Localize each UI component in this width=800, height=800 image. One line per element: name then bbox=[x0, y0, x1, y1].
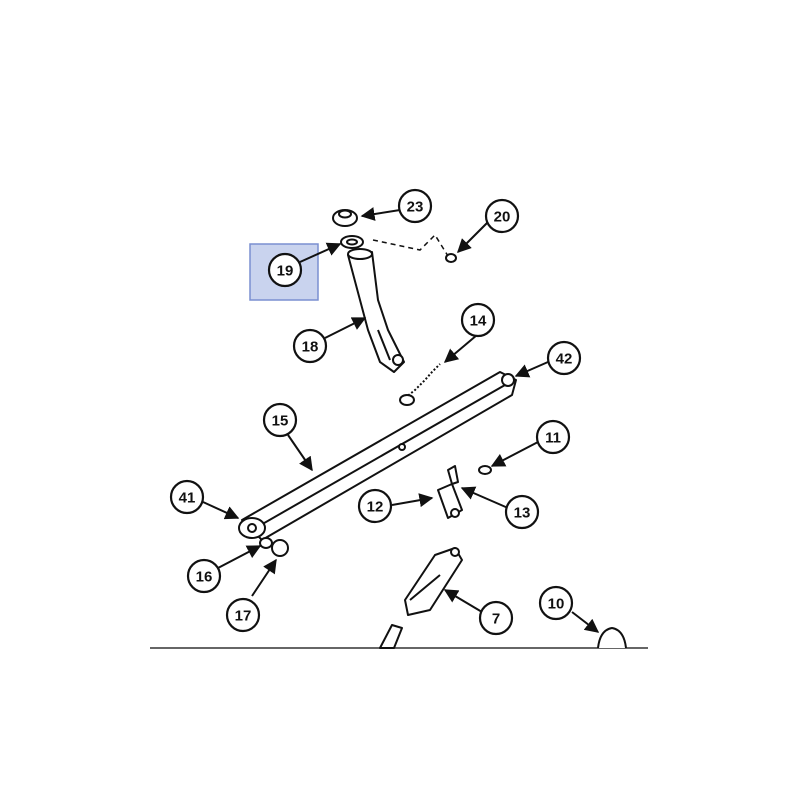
part-11-pin bbox=[478, 465, 492, 475]
part-18-lift-rod bbox=[347, 248, 405, 373]
svg-text:18: 18 bbox=[302, 339, 319, 356]
svg-text:11: 11 bbox=[545, 430, 561, 447]
part-19-ring bbox=[340, 235, 364, 249]
leader-11 bbox=[490, 441, 539, 467]
svg-text:10: 10 bbox=[548, 596, 565, 613]
part-13-pin bbox=[447, 465, 459, 485]
leader-19 bbox=[299, 242, 342, 263]
part-14-pin-chain bbox=[399, 363, 441, 406]
leader-7 bbox=[443, 589, 483, 613]
callout-16[interactable]: 16 bbox=[186, 558, 222, 594]
part-15-lower-link bbox=[238, 371, 517, 541]
part-12-clevis bbox=[437, 483, 463, 519]
part-16-ring bbox=[259, 537, 273, 549]
leader-16 bbox=[217, 545, 262, 569]
callout-7[interactable]: 7 bbox=[478, 600, 514, 636]
part-23-bushing bbox=[332, 209, 358, 227]
callout-42[interactable]: 42 bbox=[546, 340, 582, 376]
callout-20[interactable]: 20 bbox=[484, 198, 520, 234]
leader-13 bbox=[460, 486, 509, 509]
callout-19[interactable]: 19 bbox=[267, 252, 303, 288]
leader-14 bbox=[443, 334, 478, 363]
svg-text:20: 20 bbox=[494, 209, 511, 226]
svg-text:42: 42 bbox=[556, 351, 573, 368]
leader-18 bbox=[324, 317, 367, 339]
leader-20 bbox=[457, 221, 489, 253]
leader-41 bbox=[202, 501, 240, 520]
leader-10 bbox=[571, 611, 600, 633]
callout-23[interactable]: 23 bbox=[397, 188, 433, 224]
svg-text:7: 7 bbox=[492, 611, 500, 628]
svg-text:12: 12 bbox=[367, 499, 384, 516]
callout-12[interactable]: 12 bbox=[357, 488, 393, 524]
leader-12 bbox=[391, 493, 434, 508]
callout-18[interactable]: 18 bbox=[292, 328, 328, 364]
part-20-bolt bbox=[445, 253, 457, 263]
svg-text:41: 41 bbox=[179, 490, 196, 507]
part-17-bushing bbox=[271, 539, 289, 557]
leader-17 bbox=[251, 558, 277, 597]
callout-10[interactable]: 10 bbox=[538, 585, 574, 621]
callout-13[interactable]: 13 bbox=[504, 494, 540, 530]
svg-text:14: 14 bbox=[470, 313, 487, 330]
leader-23 bbox=[360, 207, 401, 221]
leader-42 bbox=[514, 361, 549, 378]
callout-17[interactable]: 17 bbox=[225, 597, 261, 633]
svg-text:13: 13 bbox=[514, 505, 531, 522]
svg-text:15: 15 bbox=[272, 413, 289, 430]
callout-41[interactable]: 41 bbox=[169, 479, 205, 515]
part-10-cap bbox=[597, 627, 627, 649]
svg-text:16: 16 bbox=[196, 569, 213, 586]
callout-14[interactable]: 14 bbox=[460, 302, 496, 338]
svg-text:17: 17 bbox=[235, 608, 252, 625]
callout-11[interactable]: 11 bbox=[535, 419, 571, 455]
leader-15 bbox=[287, 434, 313, 472]
callout-15[interactable]: 15 bbox=[262, 402, 298, 438]
svg-text:23: 23 bbox=[407, 199, 424, 216]
dashed-assembly-line bbox=[372, 233, 449, 257]
svg-text:19: 19 bbox=[277, 263, 294, 280]
part-7-link bbox=[379, 547, 463, 649]
